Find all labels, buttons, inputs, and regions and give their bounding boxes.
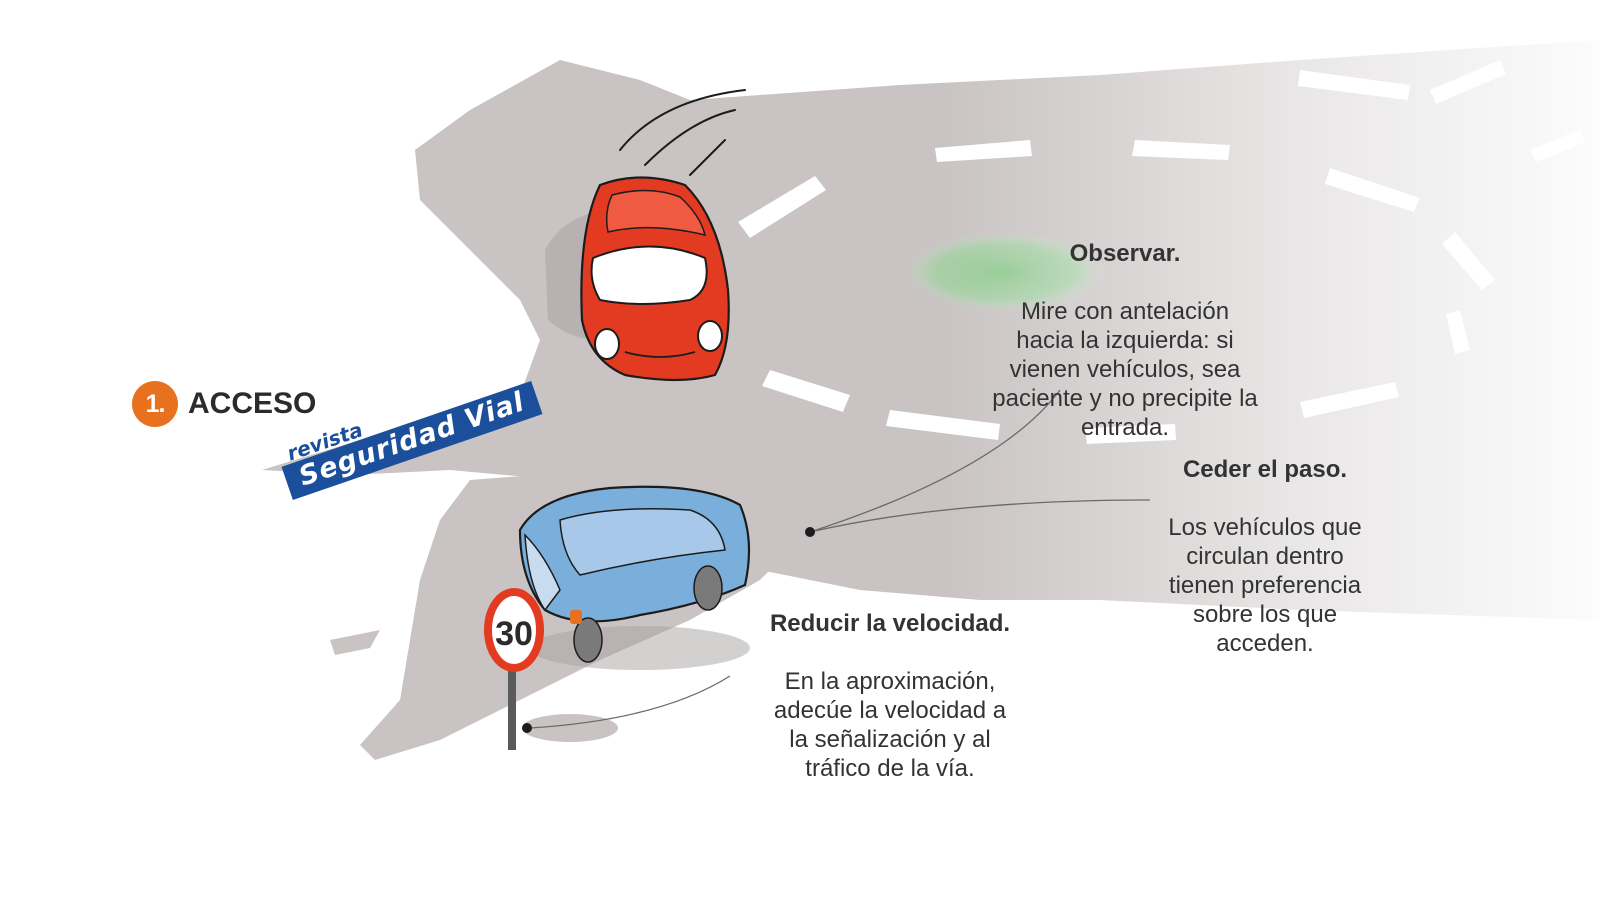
leader-dot-observe [805,527,815,537]
step-badge: 1. ACCESO [132,381,316,427]
callout-slow-down: Reducir la velocidad. En la aproximación… [745,580,1035,783]
fade-overlay [940,0,1600,900]
callout-yield-text: Los vehículos que circulan dentro tienen… [1168,514,1362,657]
blue-car [518,485,751,670]
callout-observe-title: Observar. [1069,240,1181,267]
callout-slow-down-title: Reducir la velocidad. [769,610,1011,637]
callout-observe: Observar. Mire con antelación hacia la i… [955,210,1295,442]
callout-observe-text: Mire con antelación hacia la izquierda: … [992,298,1258,441]
callout-slow-down-text: En la aproximación, adecúe la velocidad … [773,668,1007,782]
speed-limit-sign: 30 [484,588,544,750]
step-label: ACCESO [188,387,317,420]
motion-lines [619,89,746,176]
leader-dot-sign [522,723,532,733]
callout-yield-title: Ceder el paso. [1182,456,1348,483]
leader-lines [529,389,1151,729]
callout-yield: Ceder el paso. Los vehículos que circula… [1140,426,1390,658]
step-number: 1. [132,381,178,427]
red-car [545,176,730,382]
speed-sign-value: 30 [495,615,533,653]
